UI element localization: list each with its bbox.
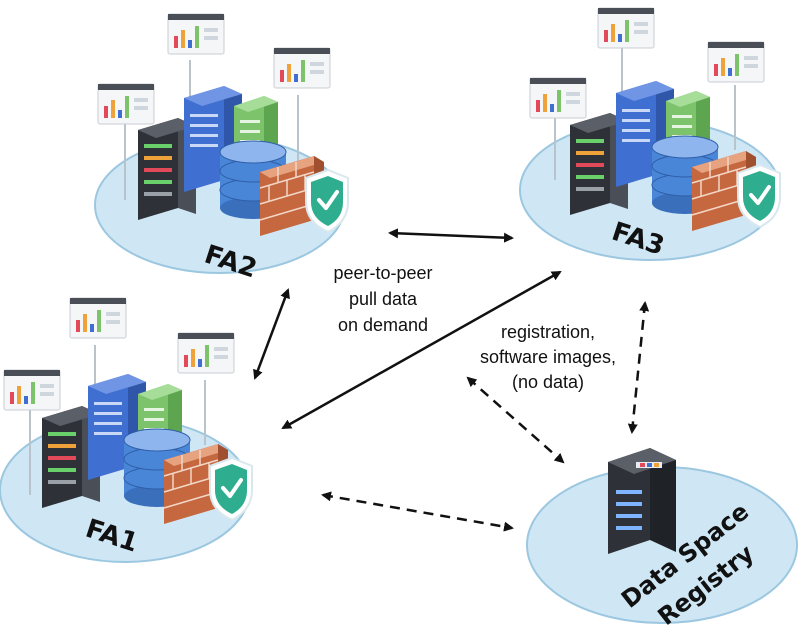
connections [253, 228, 650, 532]
dashboard-icon [3, 369, 61, 411]
registry-conn-label: registration, software images, (no data) [480, 322, 616, 392]
dashboard-icon [707, 41, 765, 83]
dashboard-icon [97, 83, 155, 125]
fa3-registry-arrow [627, 301, 650, 434]
registry-node: Data Space Registry [526, 448, 798, 627]
peer-label-line2: pull data [349, 289, 418, 309]
peer-label-line1: peer-to-peer [333, 263, 432, 283]
fa1-fa2-arrow [253, 288, 290, 380]
dashboard-icon [69, 297, 127, 339]
registry-conn-label-line3: (no data) [512, 372, 584, 392]
fa1-fa3-arrow [281, 270, 562, 430]
dashboard-icon [597, 7, 655, 49]
fa2-node: FA2 [94, 13, 350, 285]
dashboard-icon [177, 332, 235, 374]
peer-label: peer-to-peer pull data on demand [333, 263, 432, 335]
registry-conn-label-line2: software images, [480, 347, 616, 367]
peer-label-line3: on demand [338, 315, 428, 335]
dashboard-icon [167, 13, 225, 55]
registry-server-icon [608, 448, 676, 554]
fa2-fa3-arrow [388, 228, 514, 243]
fa1-node: FA1 [0, 297, 254, 563]
fa1-registry-arrow [321, 491, 514, 532]
registry-conn-label-line1: registration, [501, 322, 595, 342]
dashboard-icon [273, 47, 331, 89]
fa3-node: FA3 [519, 7, 782, 262]
fa2-registry-arrow [466, 376, 565, 464]
dashboard-icon [529, 77, 587, 119]
